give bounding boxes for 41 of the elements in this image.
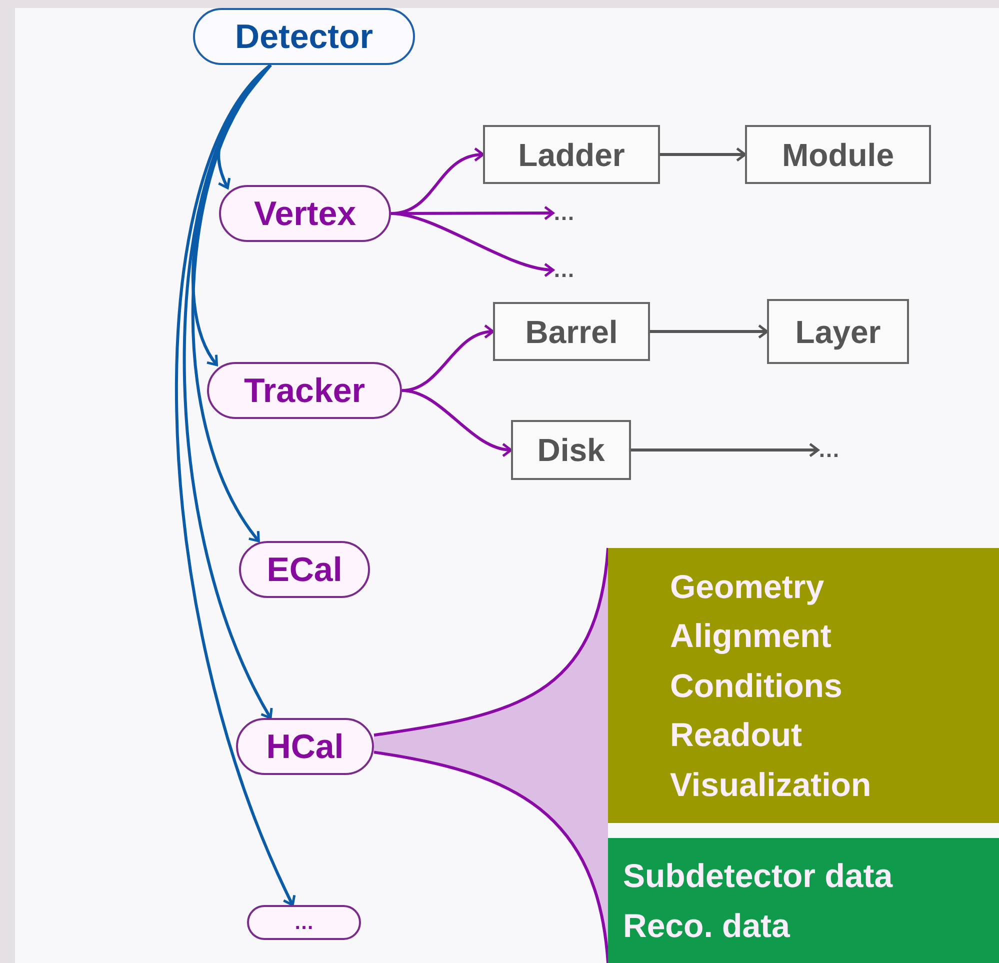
info-panel [608,838,999,963]
node-label: Disk [537,434,605,466]
node-label: Tracker [244,374,365,408]
subdetector-pill [219,185,391,242]
node-label: … [294,912,314,932]
subdetector-pill [207,362,402,419]
node-label: ECal [266,552,342,586]
panel-item: Conditions [670,666,844,706]
arrow [390,212,554,276]
arrow [217,64,272,190]
element-box [745,125,931,184]
ellipsis-text: … [553,202,575,224]
panel-item: Geometry [670,566,826,607]
element-box [767,299,909,364]
panel-item: Visualization [670,764,872,805]
arrow [660,147,746,162]
element-box [483,125,660,184]
element-box [511,420,631,480]
ellipsis-text: … [553,259,575,281]
node-label: Layer [795,316,881,348]
connector-line [374,548,610,737]
subdetector-pill [247,905,361,940]
subdetector-pill [236,718,374,775]
ellipsis-text: … [818,439,840,461]
node-label: Vertex [254,196,356,230]
node-label: Detector [235,20,373,54]
node-label: Ladder [518,138,625,170]
node-label: Barrel [525,316,618,348]
connector-line [374,750,610,963]
panel-item: Reco. data [623,906,791,946]
panel-item: Readout [670,715,803,756]
node-label: Module [782,138,894,170]
arrow [631,442,820,458]
node-label: HCal [266,730,344,764]
arrow [175,64,296,906]
panel-item: Alignment [670,616,832,656]
arrow [650,324,768,339]
arrow [402,389,512,456]
panel-item: Subdetector data [623,856,894,896]
element-box [493,302,650,361]
info-panel [608,548,999,823]
